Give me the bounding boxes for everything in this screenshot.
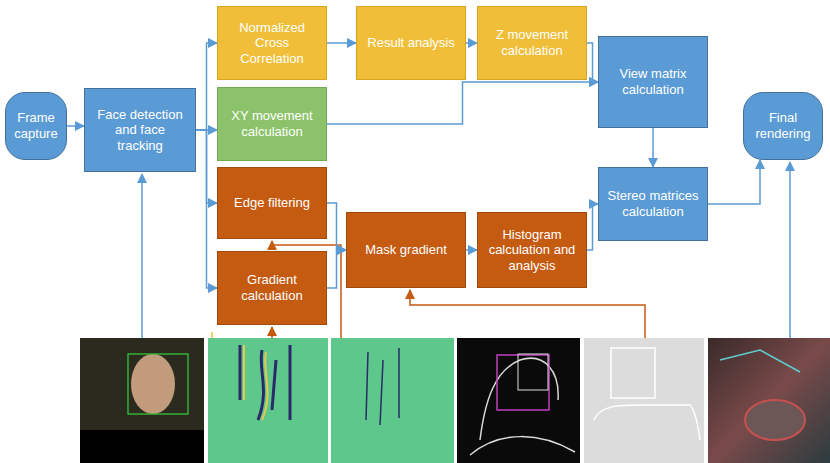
flow-arrow <box>327 42 356 44</box>
edge-map <box>208 338 328 463</box>
leader-line <box>211 332 213 338</box>
filtered-edge-map <box>331 338 454 463</box>
flow-arrow <box>67 125 84 127</box>
gradient-image <box>457 338 580 463</box>
node-label: Normalized Cross Correlation <box>224 20 320 67</box>
leader-arrow <box>271 327 273 338</box>
flow-arrow <box>652 128 654 167</box>
node-label: XY movement calculation <box>224 108 320 139</box>
process-box: Gradient calculation <box>217 251 327 325</box>
node-label: Gradient calculation <box>224 272 320 303</box>
node-label: Mask gradient <box>365 242 447 258</box>
flow-arrow <box>466 42 477 44</box>
leader-arrow <box>410 290 645 338</box>
anaglyph-render <box>708 338 830 463</box>
process-box: Result analysis <box>356 6 466 80</box>
leader-arrow <box>141 174 143 338</box>
flow-arrow <box>587 43 598 82</box>
node-label: Final rendering <box>750 110 816 141</box>
leader-arrow <box>789 162 791 338</box>
node-label: Histogram calculation and analysis <box>484 227 580 274</box>
flow-arrow <box>587 204 598 250</box>
flow-arrow <box>708 160 760 204</box>
process-box: Edge filtering <box>217 167 327 239</box>
process-box: Normalized Cross Correlation <box>217 6 327 80</box>
process-box: Z movement calculation <box>477 6 587 80</box>
node-label: Edge filtering <box>234 195 310 211</box>
flow-arrow <box>327 250 346 288</box>
process-box: Final rendering <box>743 92 823 160</box>
flow-arrow <box>327 203 346 250</box>
flow-arrow <box>327 82 598 124</box>
process-box: Face detection and face tracking <box>84 88 196 172</box>
flow-arrow <box>196 43 217 130</box>
webcam-frame <box>80 338 204 463</box>
flow-arrow <box>466 249 477 251</box>
process-box: Stereo matrices calculation <box>598 167 708 241</box>
node-label: Face detection and face tracking <box>91 107 189 154</box>
node-label: View matrix calculation <box>605 66 701 97</box>
flow-arrow <box>196 130 217 288</box>
process-box: XY movement calculation <box>217 87 327 161</box>
node-label: Z movement calculation <box>484 27 580 58</box>
process-box: Histogram calculation and analysis <box>477 212 587 288</box>
process-box: Frame capture <box>5 92 67 160</box>
mask-image <box>584 338 704 463</box>
node-label: Result analysis <box>367 35 454 51</box>
process-box: Mask gradient <box>346 212 466 288</box>
node-label: Frame capture <box>12 110 60 141</box>
process-box: View matrix calculation <box>598 36 708 128</box>
node-label: Stereo matrices calculation <box>605 188 701 219</box>
